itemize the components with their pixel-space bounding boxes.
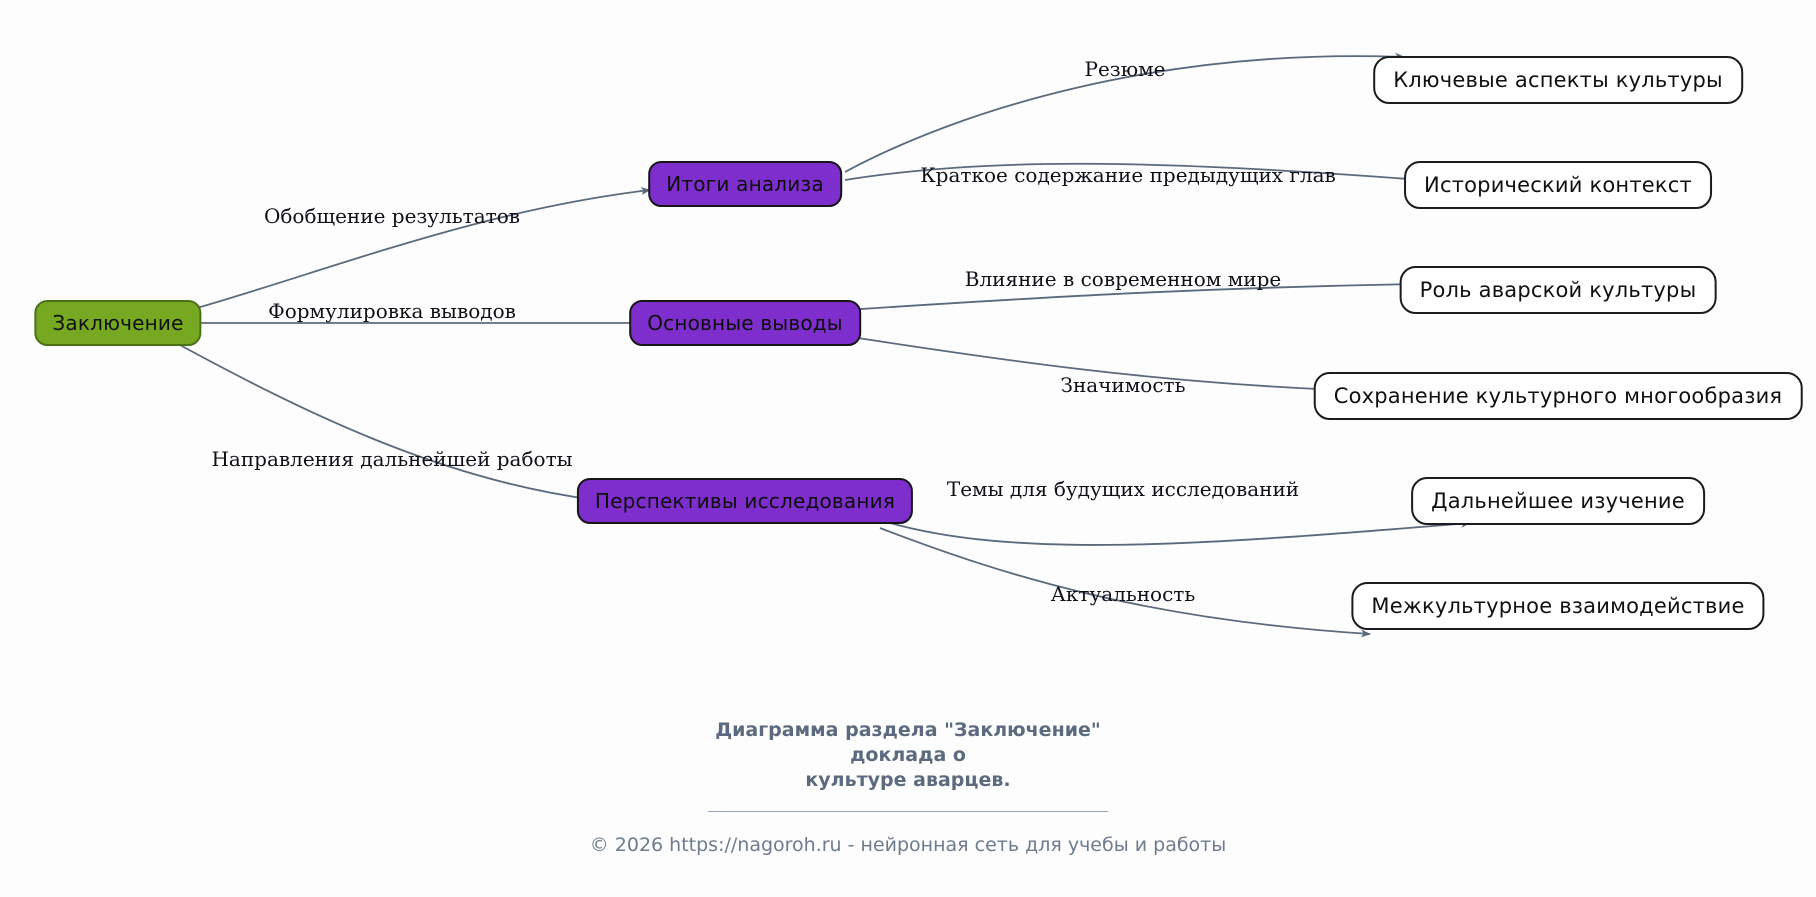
- node-leaf-istoricheskiy-kontekst[interactable]: Исторический контекст: [1404, 161, 1712, 209]
- node-leaf-klyuchevye-aspekty-kultury[interactable]: Ключевые аспекты культуры: [1373, 56, 1743, 104]
- node-label: Ключевые аспекты культуры: [1393, 68, 1723, 92]
- node-branch-osnovnye-vyvody[interactable]: Основные выводы: [629, 300, 861, 346]
- node-label: Перспективы исследования: [594, 489, 896, 513]
- node-root-zaklyuchenie[interactable]: Заключение: [34, 300, 202, 346]
- edge-label-rezyume: Резюме: [1084, 57, 1166, 81]
- node-label: Заключение: [52, 311, 184, 335]
- node-leaf-dalneyshee-izuchenie[interactable]: Дальнейшее изучение: [1411, 477, 1705, 525]
- node-branch-perspektivy-issledovaniya[interactable]: Перспективы исследования: [576, 478, 914, 524]
- edge-label-napravleniya-dalneyshey-raboty: Направления дальнейшей работы: [211, 447, 573, 471]
- node-label: Основные выводы: [647, 311, 843, 335]
- caption-title-line-2: культуре аварцев.: [805, 769, 1011, 791]
- edge-label-znachimost: Значимость: [1060, 373, 1186, 397]
- node-label: Дальнейшее изучение: [1431, 489, 1685, 513]
- edge-perspektivy-to-mezhkult: [879, 527, 1371, 638]
- node-leaf-sohranenie-kulturnogo-mnogoobraziya[interactable]: Сохранение культурного многообразия: [1313, 372, 1803, 420]
- edge-label-obobshchenie-rezultatov: Обобщение результатов: [263, 204, 521, 228]
- node-label: Исторический контекст: [1424, 173, 1692, 197]
- node-branch-itogi-analiza[interactable]: Итоги анализа: [648, 161, 842, 207]
- node-leaf-mezhkulturnoe-vzaimodeystvie[interactable]: Межкультурное взаимодействие: [1351, 582, 1765, 630]
- caption-title-line-1: Диаграмма раздела "Заключение" доклада о: [715, 719, 1101, 766]
- edge-label-vliyanie-v-sovremennom-mire: Влияние в современном мире: [964, 267, 1282, 291]
- caption-block: Диаграмма раздела "Заключение" доклада о…: [458, 718, 1358, 856]
- edge-label-formulirovka-vyvodov: Формулировка выводов: [268, 299, 516, 323]
- node-leaf-rol-avarskoy-kultury[interactable]: Роль аварской культуры: [1399, 266, 1717, 314]
- caption-copyright: © 2026 https://nagoroh.ru - нейронная се…: [589, 834, 1227, 856]
- node-label: Сохранение культурного многообразия: [1333, 384, 1783, 408]
- edge-label-aktualnost: Актуальность: [1050, 582, 1196, 606]
- edge-label-kratkoe-soderzhanie-predydushchih-glav: Краткое содержание предыдущих глав: [920, 163, 1336, 187]
- caption-divider: [708, 811, 1108, 812]
- edge-root-to-perspektivy: [179, 344, 597, 503]
- edge-label-temy-dlya-budushchih-issledovaniy: Темы для будущих исследований: [946, 477, 1300, 501]
- edge-perspektivy-to-izuchenie: [879, 519, 1471, 546]
- node-label: Межкультурное взаимодействие: [1371, 594, 1745, 618]
- caption-title: Диаграмма раздела "Заключение" доклада о…: [668, 718, 1148, 793]
- node-label: Итоги анализа: [666, 172, 824, 196]
- node-label: Роль аварской культуры: [1419, 278, 1697, 302]
